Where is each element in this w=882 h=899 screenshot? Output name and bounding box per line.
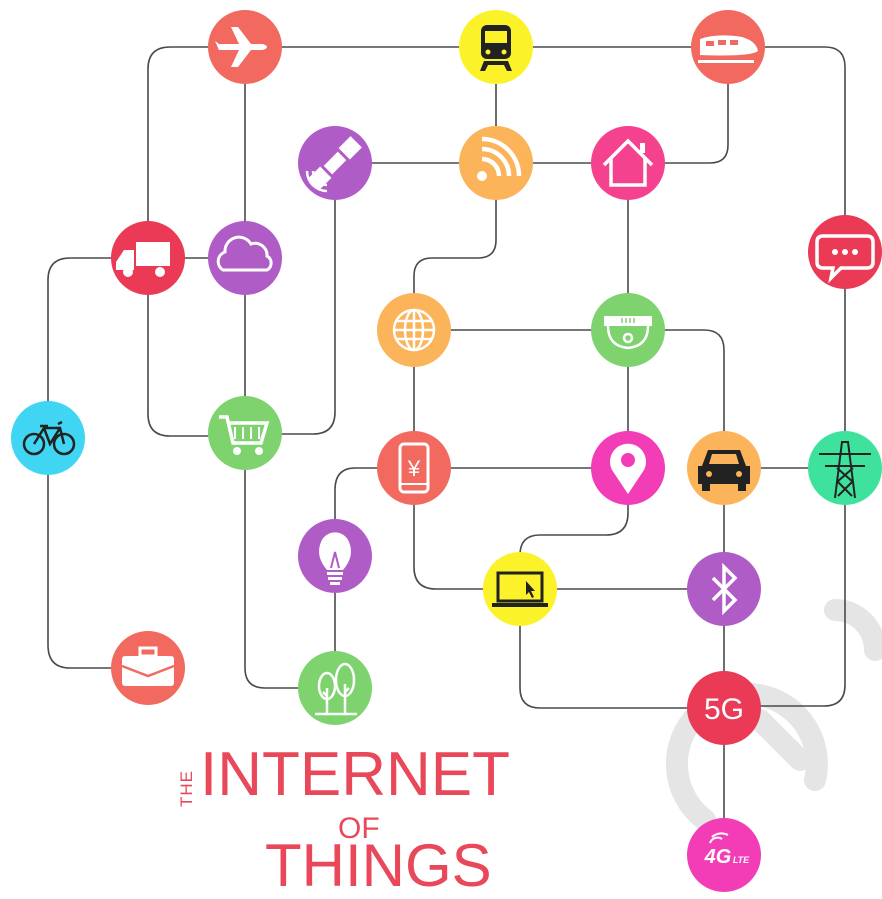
cloud-node [208, 221, 282, 295]
bullet-train-icon [698, 35, 758, 63]
svg-text:4G: 4G [704, 846, 732, 868]
train-node [459, 10, 533, 84]
title-the: THE [177, 770, 196, 807]
bluetooth-node [687, 552, 761, 626]
svg-text:LTE: LTE [733, 855, 750, 865]
car-node [687, 431, 761, 505]
wifi-icon [477, 136, 522, 181]
bicycle-icon [22, 420, 76, 456]
cloud-icon [216, 235, 273, 272]
mobile-payment-icon: ¥ [398, 442, 430, 494]
location-pin-icon [610, 443, 646, 494]
4g-lte-node: 4G LTE [687, 818, 761, 892]
airplane-icon [215, 27, 267, 67]
satellite-node [298, 126, 372, 200]
satellite-icon [308, 136, 362, 190]
5g-node: 5G [687, 671, 761, 745]
shopping-cart-icon [219, 415, 270, 455]
truck-icon [116, 242, 170, 277]
lightbulb-node [298, 519, 372, 593]
trees-node [298, 651, 372, 725]
home-node [591, 126, 665, 200]
wifi-node [459, 126, 533, 200]
laptop-icon [492, 571, 548, 607]
location-pin-node [591, 431, 665, 505]
title-things: THINGS [265, 832, 492, 899]
mobile-payment-node: ¥ [377, 431, 451, 505]
chat-icon [815, 234, 875, 284]
sensor-icon [604, 316, 652, 350]
bullet-train-node [691, 10, 765, 84]
chat-node [808, 215, 882, 289]
train-icon [480, 25, 512, 71]
4g-lte-icon: 4G LTE [704, 832, 750, 868]
bicycle-node [11, 401, 85, 475]
lightbulb-icon [319, 532, 351, 585]
shopping-cart-node [208, 396, 282, 470]
globe-icon [392, 308, 436, 352]
yen-symbol: ¥ [407, 456, 421, 481]
title-of: OF [338, 812, 380, 845]
power-tower-icon [819, 441, 871, 499]
trees-icon [315, 662, 357, 716]
home-icon [602, 138, 654, 187]
sensor-node [591, 293, 665, 367]
bluetooth-icon [711, 562, 738, 616]
car-icon [698, 450, 750, 491]
briefcase-node [111, 631, 185, 705]
globe-node [377, 293, 451, 367]
laptop-node [483, 552, 557, 626]
5g-icon: 5G [704, 693, 744, 726]
airplane-node [208, 10, 282, 84]
title-internet: INTERNET [200, 740, 510, 809]
power-tower-node [808, 431, 882, 505]
truck-node [111, 221, 185, 295]
briefcase-icon [121, 646, 175, 686]
